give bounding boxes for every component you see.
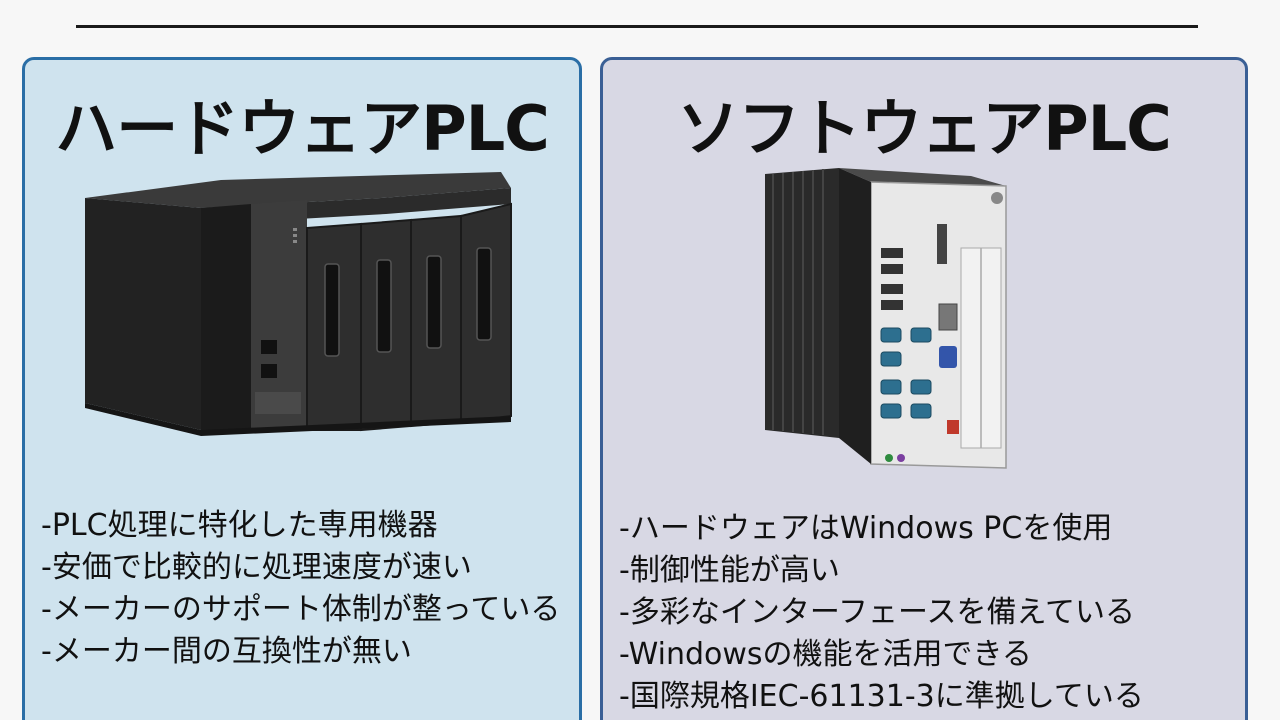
list-item: -ハードウェアはWindows PCを使用 [619,511,1113,546]
list-item: -制御性能が高い [619,553,840,588]
hardware-plc-bullet-list: -PLC処理に特化した専用機器 -安価で比較的に処理速度が速い -メーカーのサポ… [41,505,560,673]
list-item: -Windowsの機能を活用できる [619,637,1032,672]
list-item: -メーカー間の互換性が無い [41,634,412,669]
hardware-plc-panel: ハードウェアPLC -PLC処理に特化した専用機器 [22,57,582,720]
software-plc-image [765,168,1007,469]
list-item: -安価で比較的に処理速度が速い [41,550,472,585]
hardware-plc-title: ハードウェアPLC [55,92,549,165]
list-item: -国際規格IEC-61131-3に準拠している [619,679,1144,714]
software-plc-panel: ソフトウェアPLC [600,57,1248,720]
list-item: -多彩なインターフェースを備えている [619,595,1136,630]
list-item: -PLC処理に特化した専用機器 [41,508,438,543]
top-divider [76,25,1198,28]
software-plc-bullet-list: -ハードウェアはWindows PCを使用 -制御性能が高い -多彩なインターフ… [619,508,1144,718]
software-plc-title: ソフトウェアPLC [677,92,1171,165]
list-item: -メーカーのサポート体制が整っている [41,592,561,627]
hardware-plc-image [85,172,512,436]
